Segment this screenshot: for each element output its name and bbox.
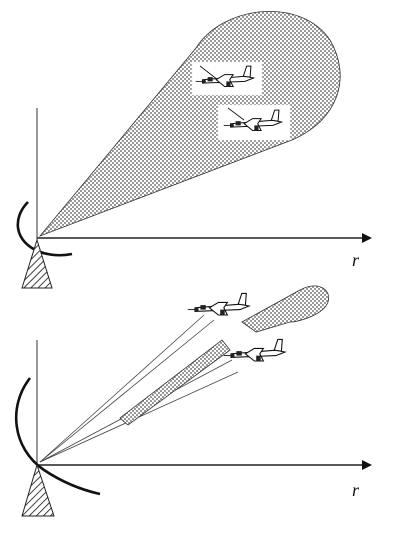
top-mast (21, 238, 53, 289)
bottom-panel: r (15, 285, 372, 517)
bottom-aircraft-2 (223, 338, 286, 362)
bottom-ray-upper-b (39, 319, 215, 463)
bottom-axis-arrowhead (362, 460, 372, 470)
top-radar-beam (38, 11, 341, 237)
top-aircraft-2 (217, 104, 291, 141)
top-panel: r (16, 11, 372, 289)
top-aircraft-1 (191, 61, 263, 96)
top-axis-arrowhead (362, 233, 372, 243)
bottom-axis-label: r (352, 480, 360, 500)
top-axis-label: r (352, 250, 360, 270)
bottom-aircraft-1 (187, 292, 250, 316)
bottom-beam-segment (119, 339, 231, 426)
bottom-mast (21, 463, 55, 517)
bottom-beam-tail (241, 285, 330, 333)
bottom-ray-upper-a (39, 314, 205, 463)
bottom-reflector (15, 377, 101, 496)
